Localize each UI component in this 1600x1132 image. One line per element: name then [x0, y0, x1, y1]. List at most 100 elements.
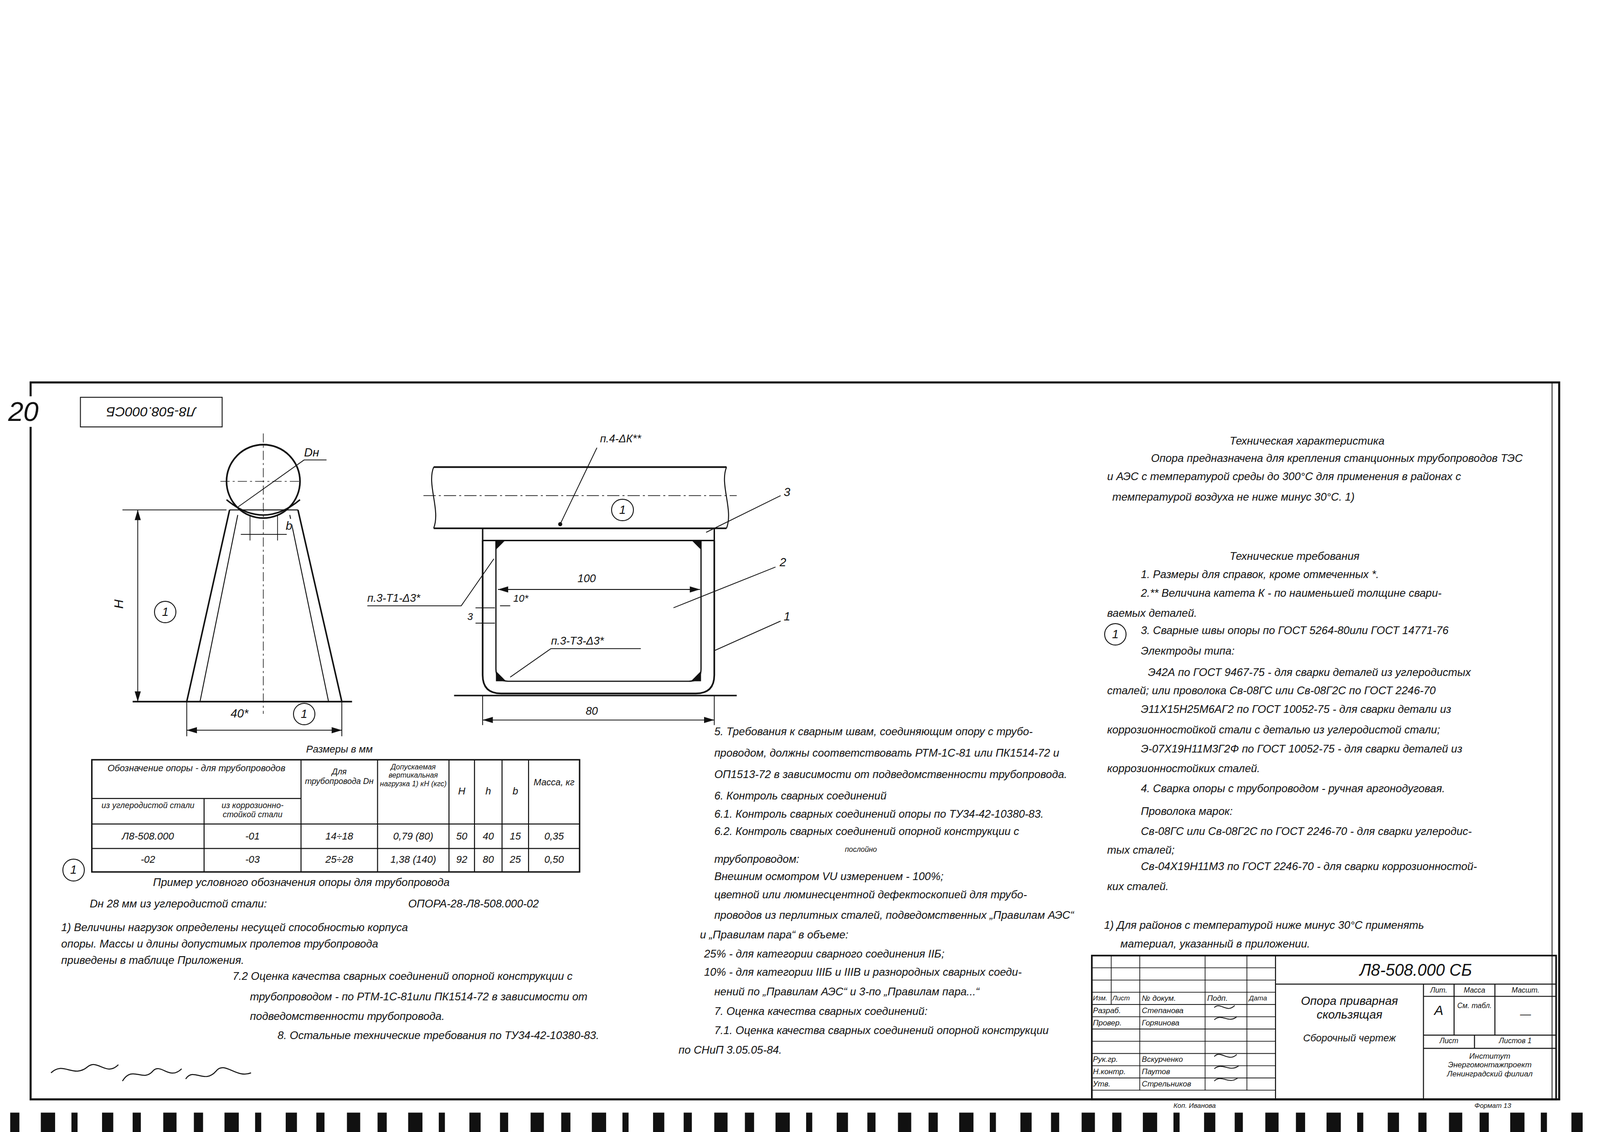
support-leg [186, 509, 342, 702]
registration-mark [836, 1112, 849, 1132]
note-text-box: 7.1. Оценка качества сварных соединений … [714, 1024, 1049, 1038]
title-block-text-box: Изм. [1092, 994, 1108, 1003]
note-text: коррозионностойких сталей. [1106, 762, 1261, 775]
note-text-box: трубопроводом - по РТМ-1С-81или ПК1514-7… [250, 990, 588, 1004]
arrowhead [134, 691, 141, 702]
node-text: 1 [300, 707, 308, 722]
section-heading: Техническая характеристика [1229, 434, 1385, 448]
weld-symbol: п.3-Т3-Δ3* [550, 634, 604, 648]
dimension-line [482, 695, 715, 726]
dimension-label-box: Dн [303, 446, 319, 460]
table-cell: 25÷28 [325, 854, 354, 866]
table-cell: 25 [509, 854, 521, 866]
title-block-text-box: Формат 13 [1474, 1101, 1512, 1111]
note-text-box: температурой воздуха не ниже минус 30°С.… [1112, 490, 1355, 504]
callout-circle: 1 [154, 601, 177, 624]
registration-mark [775, 1112, 790, 1132]
registration-mark [1357, 1112, 1364, 1132]
note-text: трубопроводом - по РТМ-1С-81или ПК1514-7… [250, 990, 588, 1004]
title-block-text-box: Вскурченко [1142, 1055, 1184, 1065]
note-text-box: цветной или люминесцентной дефектоскопие… [714, 888, 1027, 902]
note-text-box: 6.1. Контроль сварных соединений опоры п… [714, 807, 1044, 821]
note-text: 25% - для категории сварного соединения … [704, 947, 945, 961]
note-text: 3. Сварные швы опоры по ГОСТ 5264-80или … [1140, 624, 1449, 637]
title-block-text-box: Стрельников [1142, 1080, 1192, 1090]
table-cell-box: 0,50 [530, 854, 578, 866]
arrowhead [134, 509, 141, 520]
dimension-line [137, 509, 139, 702]
note-text-box: материал, указанный в приложении. [1120, 937, 1311, 951]
registration-mark [10, 1112, 20, 1132]
note-text: 6.2. Контроль сварных соединений опорной… [714, 825, 1019, 838]
dimension-line [240, 515, 287, 541]
table-cell-box: 0,35 [530, 830, 578, 843]
registration-mark [653, 1112, 665, 1132]
dimension-label-box: 100 [577, 572, 596, 586]
table-cell-box: 80 [476, 854, 500, 866]
title-block-text-box: Лист [1112, 994, 1131, 1003]
registration-mark [438, 1112, 445, 1132]
callout-circle: 1 [611, 499, 634, 522]
note-text: 1) Величины нагрузок определены несущей … [61, 921, 408, 934]
sheet-number: 20 [8, 396, 39, 428]
table-header-box: из углеродистой стали [93, 801, 203, 811]
note-text: и АЭС с температурой среды до 300°С для … [1106, 470, 1462, 483]
registration-mark [1020, 1112, 1032, 1132]
dimension-line [499, 605, 510, 607]
arrowhead [186, 727, 197, 734]
dimension-label: 10* [513, 592, 529, 605]
table-header: из углеродистой стали [101, 801, 195, 811]
table-cell: -01 [245, 830, 260, 843]
table-header-box: H [450, 785, 473, 798]
leader-line [673, 495, 781, 651]
callout-circle: 1 [293, 703, 316, 726]
note-text-box: послойно [844, 845, 877, 855]
dimension-label-box: 3 [467, 611, 474, 623]
title-block-text: Подп. [1207, 994, 1228, 1004]
table-cell: 0,50 [544, 854, 564, 866]
note-text: коррозионностойкой стали с деталью из уг… [1106, 723, 1441, 736]
registration-mark [1418, 1112, 1427, 1132]
title-block-text: Паутов [1142, 1067, 1171, 1077]
registration-mark [1203, 1112, 1216, 1132]
callout-number: 1 [783, 609, 791, 624]
registration-mark [1142, 1112, 1158, 1132]
drawing-title: Сборочный чертеж [1303, 1032, 1396, 1045]
dimension-label: H [111, 599, 126, 609]
note-text-box: по СНиП 3.05.05-84. [678, 1044, 782, 1057]
title-block-text: Горяинова [1142, 1018, 1180, 1028]
weld-symbol-box: п.3-Т3-Δ3* [550, 634, 604, 648]
note-text: материал, указанный в приложении. [1120, 937, 1311, 951]
title-block-text-box: Паутов [1142, 1067, 1171, 1077]
title-block-text-box: Разраб. [1092, 1006, 1122, 1016]
note-text: 5. Требования к сварным швам, соединяющи… [714, 725, 1033, 738]
table-cell-box: 92 [450, 854, 473, 866]
note-text-box: Э11Х15Н25М6АГ2 по ГОСТ 10052-75 - для св… [1140, 703, 1451, 716]
title-block-text: Дата [1249, 994, 1268, 1003]
signature [51, 1064, 252, 1082]
title-block-text-box: Рук.гр. [1092, 1055, 1118, 1065]
drawing-number: Л8-508.000 СБ [1359, 961, 1472, 980]
designation-example-box: ОПОРА-28-Л8-508.000-02 [408, 897, 540, 911]
registration-mark [1479, 1112, 1489, 1132]
note-text: Э11Х15Н25М6АГ2 по ГОСТ 10052-75 - для св… [1140, 703, 1451, 716]
note-text: по СНиП 3.05.05-84. [678, 1044, 782, 1057]
title-block-grid [1091, 968, 1276, 1091]
registration-mark [377, 1112, 387, 1132]
table-header: Масса, кг [533, 777, 575, 788]
registration-mark [1540, 1112, 1547, 1132]
note-text-box: Св-08ГС или Св-08Г2С по ГОСТ 2246-70 - д… [1140, 825, 1472, 839]
registration-mark [285, 1112, 298, 1132]
note-text-box: 1) Для районов с температурой ниже минус… [1104, 919, 1425, 932]
registration-mark [193, 1112, 203, 1132]
saddle-outline [229, 509, 299, 511]
drawing-title: Опора приварная скользящая [1301, 994, 1399, 1022]
registration-mark [1173, 1112, 1180, 1132]
dimension-label: 80 [585, 704, 598, 718]
note-text-box: Опора предназначена для крепления станци… [1151, 452, 1523, 465]
registration-mark [714, 1112, 728, 1132]
drawing-number-stamp: Л8-508.000СБ [79, 396, 223, 428]
support-body [482, 540, 715, 695]
note-text: Св-08ГС или Св-08Г2С по ГОСТ 2246-70 - д… [1140, 825, 1472, 838]
dimension-line [475, 607, 495, 624]
